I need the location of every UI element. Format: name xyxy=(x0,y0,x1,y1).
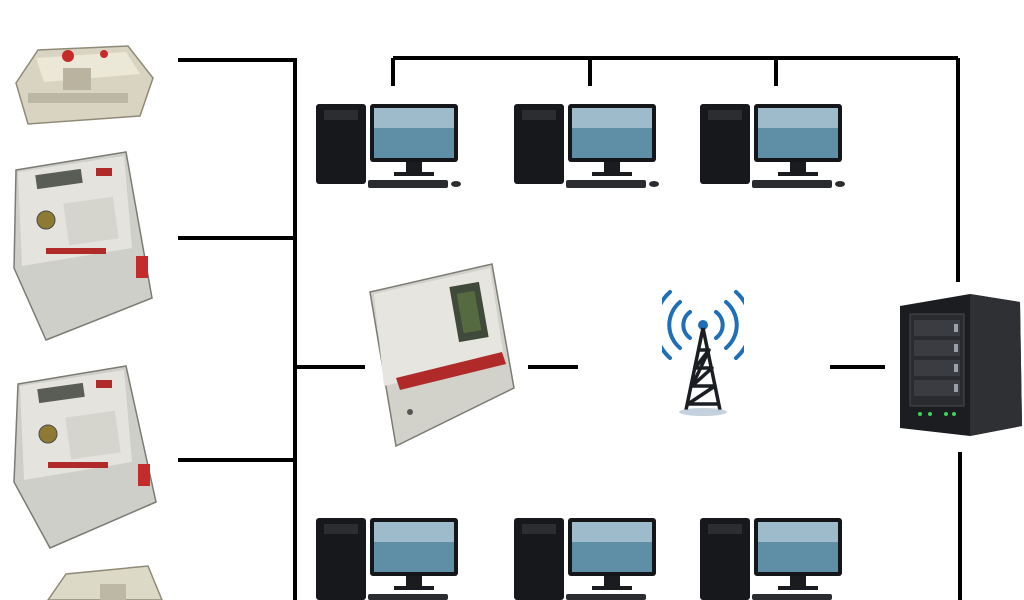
pc-top-3 xyxy=(700,100,850,194)
desktop-computer-icon xyxy=(514,104,659,188)
meter-module-bottom xyxy=(38,560,168,600)
electric-meter-module-icon xyxy=(15,45,154,125)
electricity-meter-icon xyxy=(13,365,157,549)
wireless-tower-icon xyxy=(662,290,744,416)
server xyxy=(890,280,1024,440)
desktop-computer-icon xyxy=(700,518,842,600)
desktop-computer-icon xyxy=(700,104,845,188)
meter-module-top xyxy=(8,38,158,128)
radio-tower xyxy=(662,288,744,420)
pc-bottom-2 xyxy=(514,514,664,600)
desktop-computer-icon xyxy=(316,104,461,188)
meter-1 xyxy=(6,148,156,344)
desktop-computer-icon xyxy=(514,518,656,600)
data-concentrator xyxy=(366,262,516,448)
pc-top-1 xyxy=(316,100,466,194)
pc-top-2 xyxy=(514,100,664,194)
meter-2 xyxy=(8,362,158,552)
server-tower-icon xyxy=(900,294,1022,436)
pc-bottom-1 xyxy=(316,514,466,600)
data-concentrator-meter-icon xyxy=(369,263,515,448)
electricity-meter-icon xyxy=(13,151,153,341)
electric-meter-module-icon xyxy=(47,565,163,600)
desktop-computer-icon xyxy=(316,518,458,600)
pc-bottom-3 xyxy=(700,514,850,600)
